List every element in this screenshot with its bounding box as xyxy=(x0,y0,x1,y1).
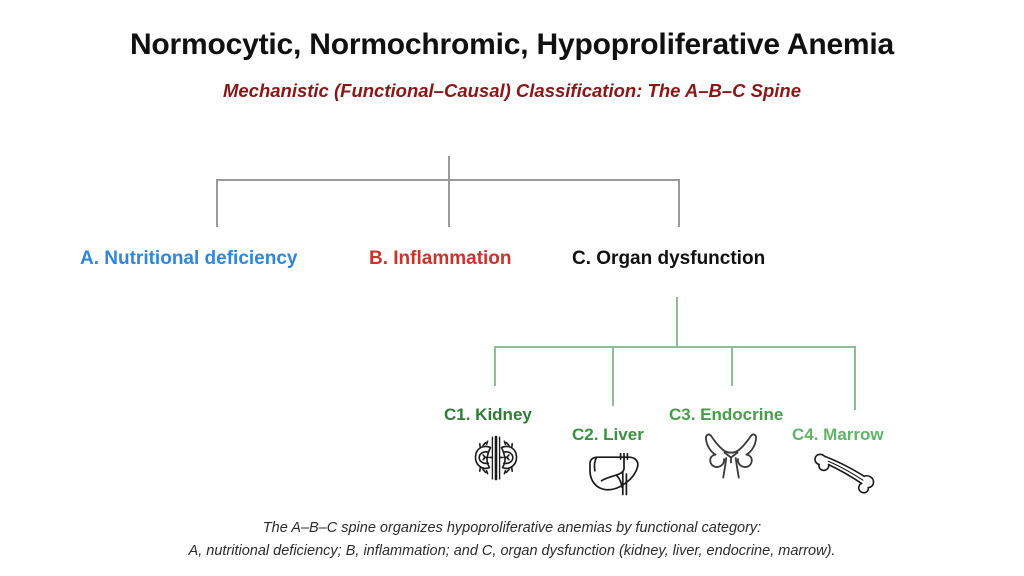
organ-horizontal-bar xyxy=(494,346,856,348)
bone-icon xyxy=(814,452,876,494)
organ-stem xyxy=(676,297,678,347)
branch-drop-a xyxy=(216,179,218,227)
organ-drop-c3 xyxy=(731,346,733,386)
caption-line-2: A, nutritional deficiency; B, inflammati… xyxy=(188,542,836,559)
figure-caption: The A–B–C spine organizes hypoproliferat… xyxy=(0,517,1024,562)
kidney-icon xyxy=(470,434,522,482)
liver-icon xyxy=(586,453,642,499)
organ-label-c2[interactable]: C2. Liver xyxy=(572,425,644,444)
organ-label-c3[interactable]: C3. Endocrine xyxy=(669,405,784,424)
endocrine-icon xyxy=(703,432,759,486)
branch-label-a[interactable]: A. Nutritional deficiency xyxy=(80,248,298,269)
page-subtitle: Mechanistic (Functional–Causal) Classifi… xyxy=(222,80,802,101)
branch-drop-c xyxy=(678,179,680,227)
organ-drop-c1 xyxy=(494,346,496,386)
organ-drop-c2 xyxy=(612,346,614,406)
caption-line-1: The A–B–C spine organizes hypoproliferat… xyxy=(262,520,762,537)
root-stem xyxy=(448,156,450,192)
organ-label-c4[interactable]: C4. Marrow xyxy=(792,425,884,444)
organ-drop-c4 xyxy=(854,346,856,410)
page-title: Normocytic, Normochromic, Hypoproliferat… xyxy=(129,28,895,61)
branch-label-b[interactable]: B. Inflammation xyxy=(369,248,512,269)
branch-drop-b xyxy=(448,179,450,227)
organ-label-c1[interactable]: C1. Kidney xyxy=(444,405,532,424)
branch-label-c[interactable]: C. Organ dysfunction xyxy=(572,248,766,269)
